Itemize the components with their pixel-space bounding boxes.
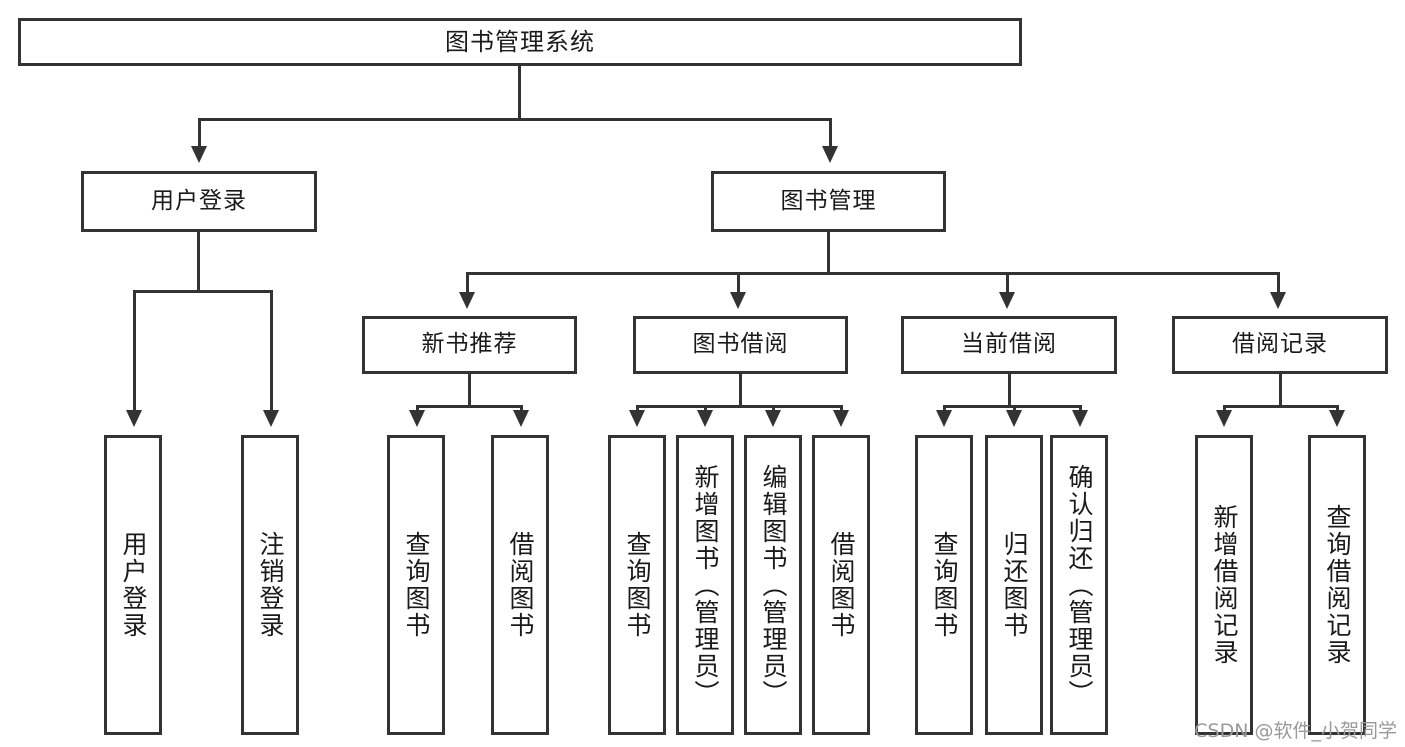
leaf-user-login[interactable]: 用户登录	[104, 435, 162, 735]
leaf-borrow-book[interactable]: 借阅图书	[812, 435, 870, 735]
arrow-root-to-user-login	[191, 146, 207, 163]
arrow-new-book-to-leaf-2	[513, 410, 529, 427]
leaf-label: 查询借阅记录	[1323, 504, 1352, 666]
connector-borrow-record-stem	[1279, 374, 1282, 405]
leaf-label: 编辑图书（管理员）	[759, 463, 788, 707]
leaf-query-book-current[interactable]: 查询图书	[915, 435, 973, 735]
arrow-new-book-to-leaf-1	[409, 410, 425, 427]
connector-bb-to-leaf-3	[772, 405, 775, 412]
connector-br-to-leaf-1	[1223, 405, 1226, 412]
leaf-confirm-return-admin[interactable]: 确认归还（管理员）	[1050, 435, 1108, 735]
connector-current-borrow-bus	[943, 405, 1079, 408]
node-root-book-management-system[interactable]: 图书管理系统	[18, 18, 1022, 66]
connector-bb-to-leaf-4	[840, 405, 843, 412]
arrow-bm-to-borrow-record	[1270, 292, 1286, 309]
node-label: 图书管理	[780, 187, 877, 214]
connector-new-book-bus	[416, 405, 523, 408]
leaf-logout[interactable]: 注销登录	[241, 435, 299, 735]
arrow-cb-to-leaf-2	[1006, 410, 1022, 427]
leaf-label: 用户登录	[119, 531, 148, 639]
node-new-book-recommend[interactable]: 新书推荐	[362, 316, 577, 374]
connector-bm-to-book-borrow	[737, 272, 740, 294]
csdn-watermark: CSDN @软件_小贺同学	[1194, 720, 1397, 742]
node-label: 新书推荐	[421, 331, 518, 358]
connector-root-bus	[198, 118, 832, 121]
arrow-user-login-to-leaf-1	[126, 410, 142, 427]
leaf-label: 查询图书	[930, 531, 959, 639]
node-label: 借阅记录	[1232, 331, 1328, 358]
connector-root-to-user-login	[198, 118, 201, 148]
connector-user-login-bus	[133, 290, 273, 293]
leaf-add-borrow-record[interactable]: 新增借阅记录	[1195, 435, 1253, 735]
connector-bb-to-leaf-1	[636, 405, 639, 412]
connector-new-book-to-leaf-1	[416, 405, 419, 412]
arrow-bm-to-new-book	[459, 292, 475, 309]
connector-user-login-to-leaf-2	[270, 290, 273, 412]
connector-book-borrow-stem	[739, 374, 742, 405]
connector-book-management-bus	[466, 272, 1280, 275]
leaf-label: 查询图书	[623, 531, 652, 639]
connector-br-to-leaf-2	[1336, 405, 1339, 412]
arrow-cb-to-leaf-3	[1072, 410, 1088, 427]
arrow-bb-to-leaf-1	[629, 410, 645, 427]
leaf-query-book-recommend[interactable]: 查询图书	[387, 435, 445, 735]
node-label: 图书借阅	[692, 331, 789, 358]
connector-cb-to-leaf-2	[1013, 405, 1016, 412]
connector-new-book-to-leaf-2	[520, 405, 523, 412]
arrow-bm-to-book-borrow	[730, 292, 746, 309]
connector-bm-to-borrow-record	[1277, 272, 1280, 294]
connector-current-borrow-stem	[1008, 374, 1011, 405]
leaf-return-book[interactable]: 归还图书	[985, 435, 1043, 735]
connector-root-to-book-management	[829, 118, 832, 148]
node-book-management[interactable]: 图书管理	[711, 171, 946, 232]
leaf-label: 借阅图书	[827, 531, 856, 639]
connector-book-borrow-bus	[636, 405, 843, 408]
arrow-bb-to-leaf-4	[833, 410, 849, 427]
leaf-label: 借阅图书	[506, 531, 535, 639]
connector-bm-to-current-borrow	[1006, 272, 1009, 294]
leaf-label: 新增借阅记录	[1210, 504, 1239, 666]
leaf-label: 注销登录	[256, 531, 285, 639]
node-book-borrow[interactable]: 图书借阅	[633, 316, 848, 374]
leaf-query-book-borrow[interactable]: 查询图书	[608, 435, 666, 735]
leaf-edit-book-admin[interactable]: 编辑图书（管理员）	[744, 435, 802, 735]
leaf-borrow-book-recommend[interactable]: 借阅图书	[491, 435, 549, 735]
connector-new-book-stem	[468, 374, 471, 405]
connector-cb-to-leaf-3	[1079, 405, 1082, 412]
connector-user-login-to-leaf-1	[133, 290, 136, 412]
connector-borrow-record-bus	[1223, 405, 1339, 408]
arrow-br-to-leaf-2	[1329, 410, 1345, 427]
leaf-label: 查询图书	[402, 531, 431, 639]
connector-bm-to-new-book	[466, 272, 469, 294]
leaf-label: 新增图书（管理员）	[691, 463, 720, 707]
arrow-bb-to-leaf-2	[697, 410, 713, 427]
leaf-add-book-admin[interactable]: 新增图书（管理员）	[676, 435, 734, 735]
arrow-bm-to-current-borrow	[999, 292, 1015, 309]
node-label: 图书管理系统	[445, 27, 595, 56]
leaf-label: 确认归还（管理员）	[1065, 463, 1094, 707]
arrow-bb-to-leaf-3	[765, 410, 781, 427]
leaf-label: 归还图书	[1000, 531, 1029, 639]
connector-user-login-stem	[197, 232, 200, 290]
leaf-query-borrow-record[interactable]: 查询借阅记录	[1308, 435, 1366, 735]
node-borrow-record[interactable]: 借阅记录	[1172, 316, 1388, 374]
node-label: 当前借阅	[961, 331, 1057, 358]
connector-cb-to-leaf-1	[943, 405, 946, 412]
node-user-login[interactable]: 用户登录	[81, 171, 317, 232]
node-current-borrow[interactable]: 当前借阅	[901, 316, 1117, 374]
arrow-user-login-to-leaf-2	[263, 410, 279, 427]
connector-bb-to-leaf-2	[704, 405, 707, 412]
connector-root-stem	[518, 66, 521, 118]
connector-book-management-stem	[827, 232, 830, 272]
arrow-cb-to-leaf-1	[936, 410, 952, 427]
arrow-root-to-book-management	[822, 146, 838, 163]
node-label: 用户登录	[151, 187, 247, 214]
arrow-br-to-leaf-1	[1216, 410, 1232, 427]
